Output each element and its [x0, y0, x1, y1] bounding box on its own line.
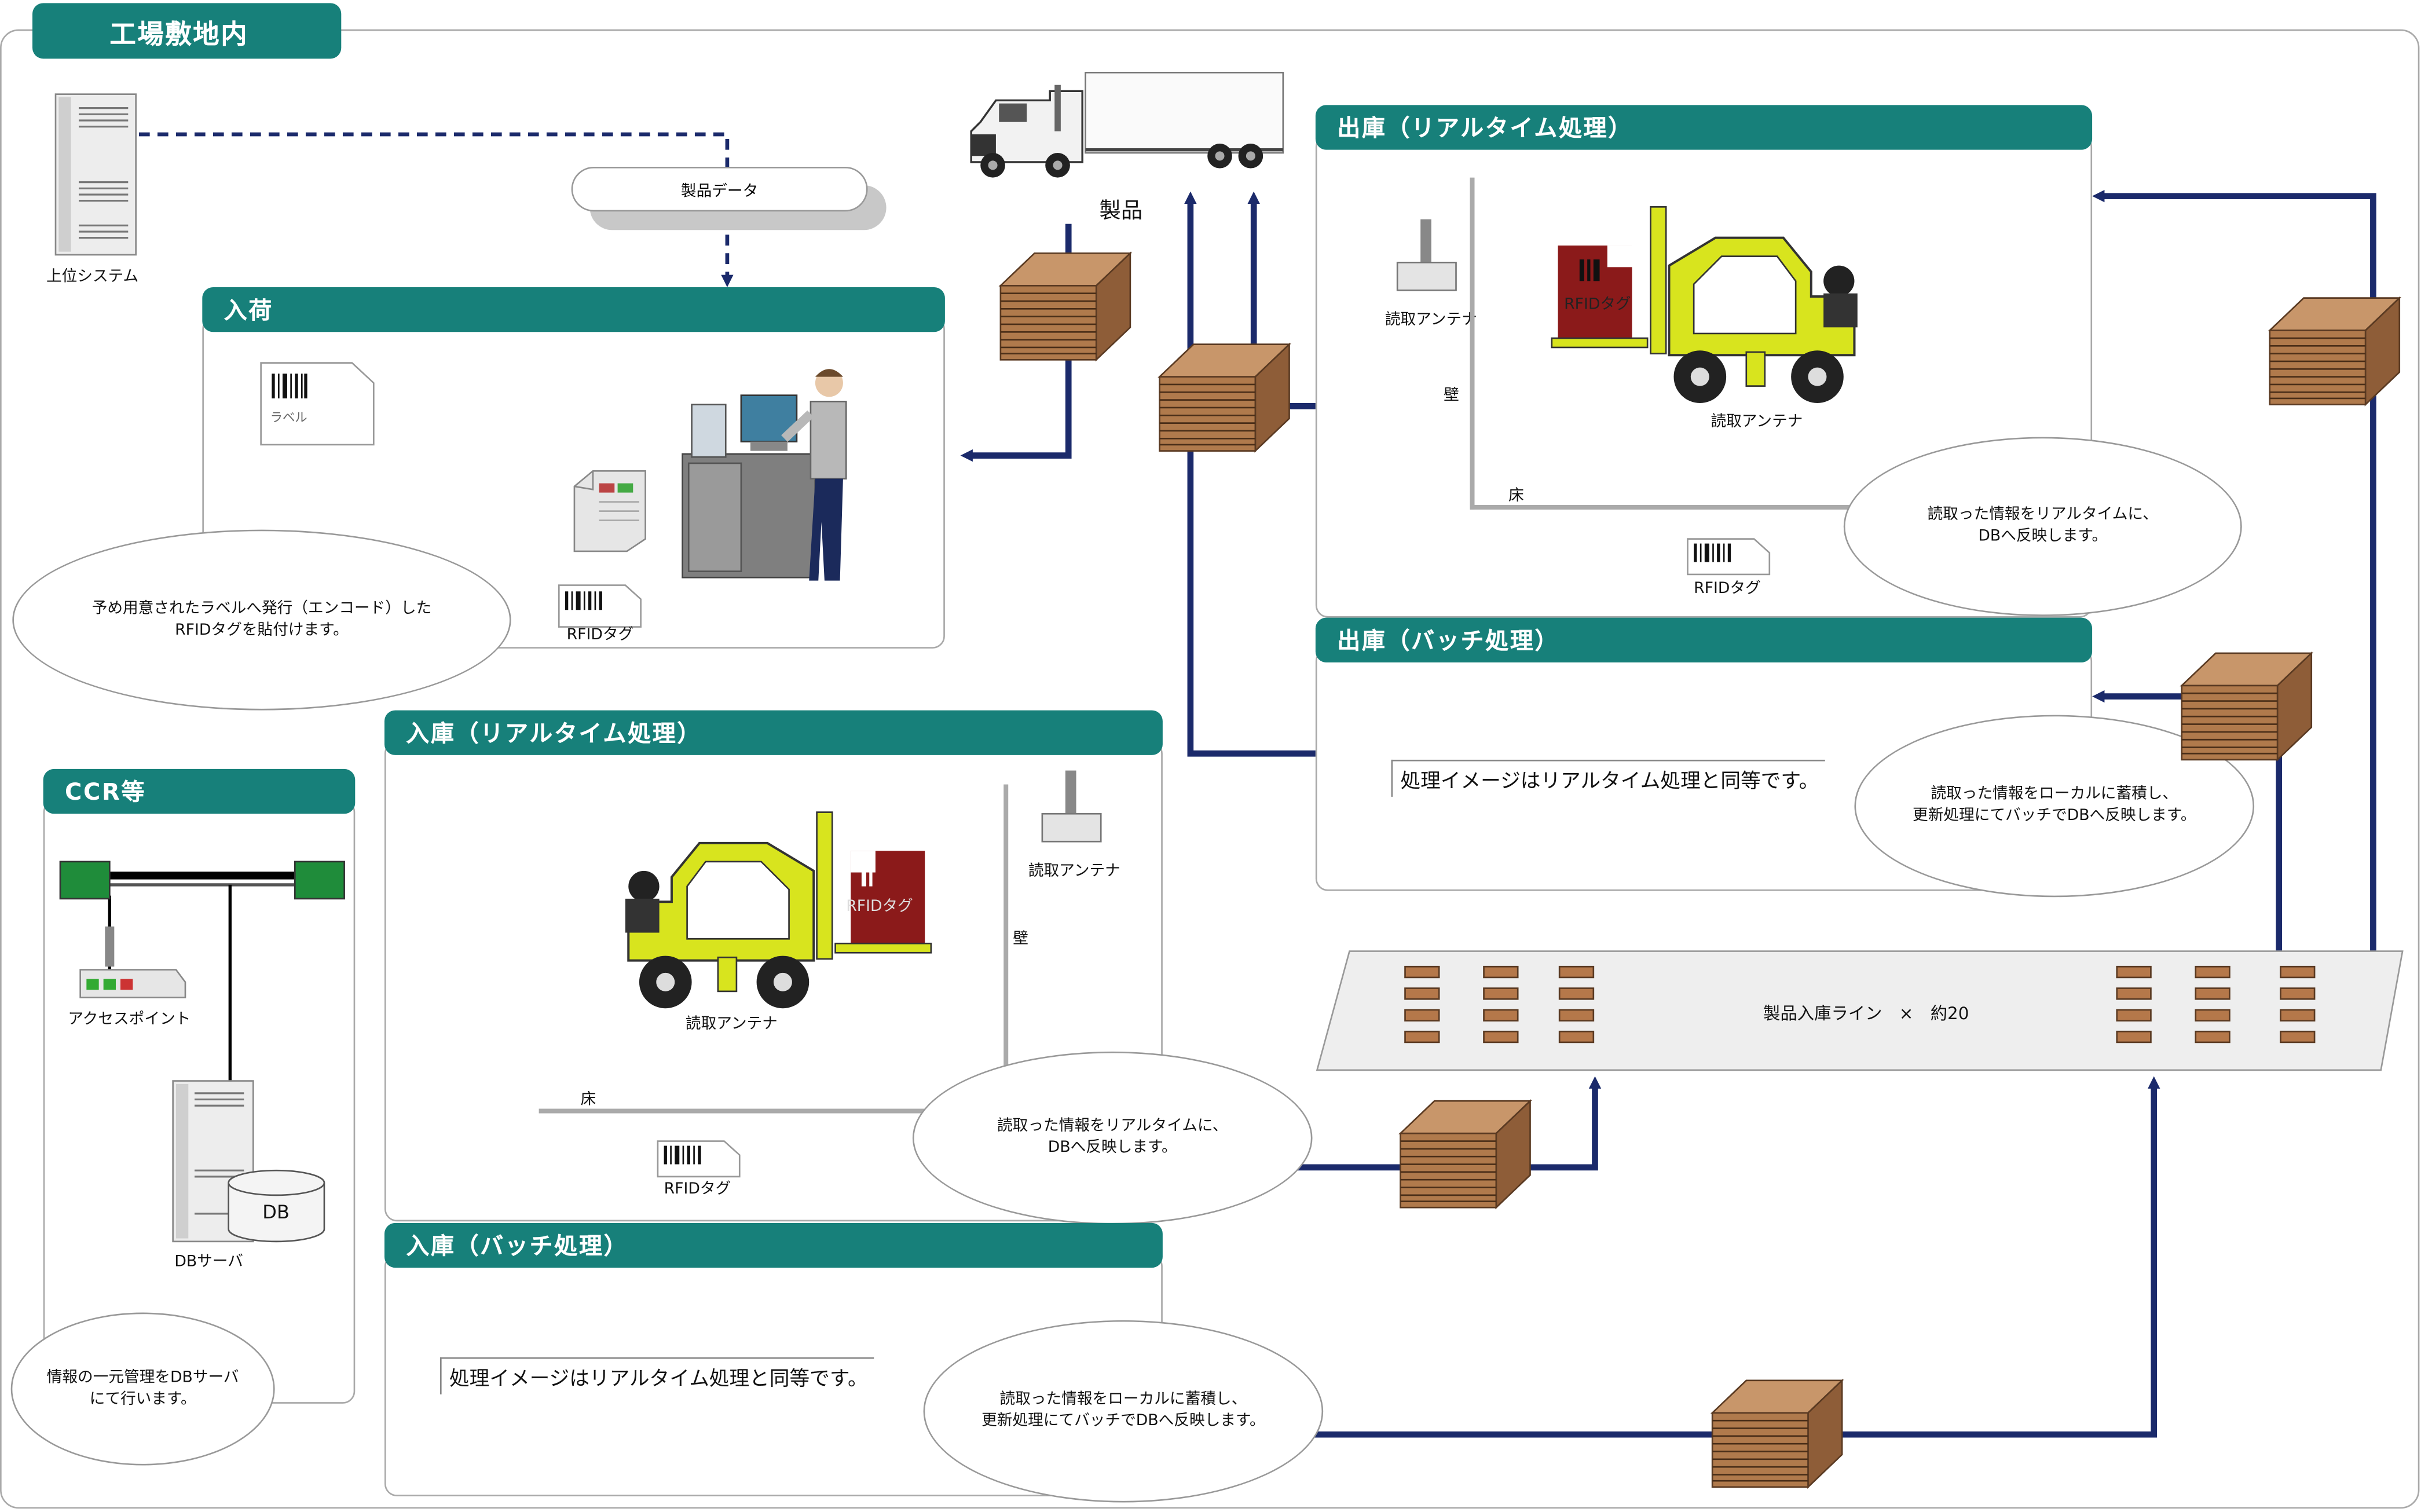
ship-forklift-icon: RFIDタグ — [1551, 206, 1858, 403]
access-point-label: アクセスポイント — [68, 1011, 191, 1028]
pallet-box-store-realtime — [1400, 1100, 1531, 1209]
production-line-label: 製品入庫ライン × 約20 — [1763, 1004, 1969, 1024]
ship-realtime-note: 読取った情報をリアルタイムに、 DBへ反映します。 — [1843, 437, 2242, 616]
ccr-note: 情報の一元管理をDBサーバ にて行います。 — [10, 1312, 275, 1466]
ship-antenna-label: 読取アンテナ — [1385, 312, 1477, 329]
ship-antenna-icon — [1396, 219, 1457, 291]
receiving-title: 入荷 — [202, 287, 945, 332]
ship-forklift-antenna-label: 読取アンテナ — [1711, 413, 1803, 431]
store-realtime-to-line-arrow — [1291, 1076, 1602, 1171]
pallet-box-line-upper — [2269, 297, 2401, 405]
ship-batch-process-text: 処理イメージはリアルタイム処理と同等です。 — [1391, 759, 1825, 797]
product-data-pill: 製品データ — [571, 166, 868, 212]
store-forklift-antenna-label: 読取アンテナ — [685, 1016, 778, 1033]
store-antenna-label: 読取アンテナ — [1028, 863, 1120, 880]
ship-rfid-tag-icon — [1687, 538, 1771, 576]
host-server-icon — [54, 93, 137, 256]
ship-rfid-tag-label: RFIDタグ — [1694, 580, 1761, 598]
store-floor-line — [539, 1108, 1007, 1114]
svg-text:RFIDタグ: RFIDタグ — [1564, 295, 1631, 313]
store-batch-note: 読取った情報をローカルに蓄積し、 更新処理にてバッチでDBへ反映します。 — [923, 1320, 1324, 1503]
svg-text:RFIDタグ: RFIDタグ — [846, 897, 913, 915]
ship-wall-line — [1470, 177, 1475, 510]
premises-title: 工場敷地内 — [32, 3, 342, 59]
store-batch-title: 入庫（バッチ処理） — [384, 1222, 1163, 1268]
store-wall-label: 壁 — [1013, 931, 1028, 949]
printer-icon — [573, 470, 646, 552]
ship-floor-line — [1470, 504, 1853, 510]
store-floor-label: 床 — [580, 1092, 596, 1109]
truck-label: 製品 — [1099, 199, 1143, 224]
line-to-ship-realtime-arrow — [2092, 189, 2376, 951]
receiving-rfid-tag-icon — [558, 584, 642, 628]
pallet-box-truck — [999, 252, 1131, 361]
store-rfid-tag-icon — [657, 1140, 741, 1178]
label-document-text: ラベル — [270, 411, 307, 425]
store-realtime-title: 入庫（リアルタイム処理） — [384, 710, 1163, 755]
worker-at-terminal-icon — [682, 369, 847, 581]
store-forklift-icon: RFIDタグ — [625, 811, 932, 1009]
production-line-conveyor — [1316, 950, 2404, 1071]
host-system-label: 上位システム — [46, 268, 139, 286]
store-batch-process-text: 処理イメージはリアルタイム処理と同等です。 — [439, 1357, 874, 1394]
store-antenna-icon — [1041, 770, 1102, 843]
db-server-label: DBサーバ — [174, 1254, 243, 1271]
ccr-title: CCR等 — [43, 768, 356, 814]
ship-batch-title: 出庫（バッチ処理） — [1315, 617, 2093, 662]
access-point-icon — [79, 926, 186, 998]
pallet-box-ship-realtime — [1159, 343, 1290, 452]
ship-wall-label: 壁 — [1444, 387, 1459, 405]
store-realtime-note: 読取った情報をリアルタイムに、 DBへ反映します。 — [912, 1051, 1313, 1225]
host-to-data-dashed — [138, 132, 730, 167]
db-label: DB — [262, 1201, 290, 1223]
label-document-icon — [260, 362, 375, 446]
product-data-label: 製品データ — [680, 184, 759, 201]
ship-realtime-title: 出庫（リアルタイム処理） — [1315, 105, 2093, 150]
db-server-icon — [172, 1080, 325, 1243]
pallet-box-line-batch — [2181, 652, 2313, 761]
pallet-box-store-batch — [1711, 1379, 1843, 1488]
truck-icon — [970, 71, 1284, 178]
store-rfid-tag-label: RFIDタグ — [664, 1181, 731, 1199]
receiving-note: 予め用意されたラベルへ発行（エンコード）した RFIDタグを貼付けます。 — [12, 529, 511, 711]
store-batch-to-line-arrow — [1312, 1076, 2160, 1438]
store-wall-line — [1003, 784, 1009, 1112]
receiving-rfid-tag-label: RFIDタグ — [566, 627, 634, 644]
ship-floor-label: 床 — [1508, 488, 1524, 505]
